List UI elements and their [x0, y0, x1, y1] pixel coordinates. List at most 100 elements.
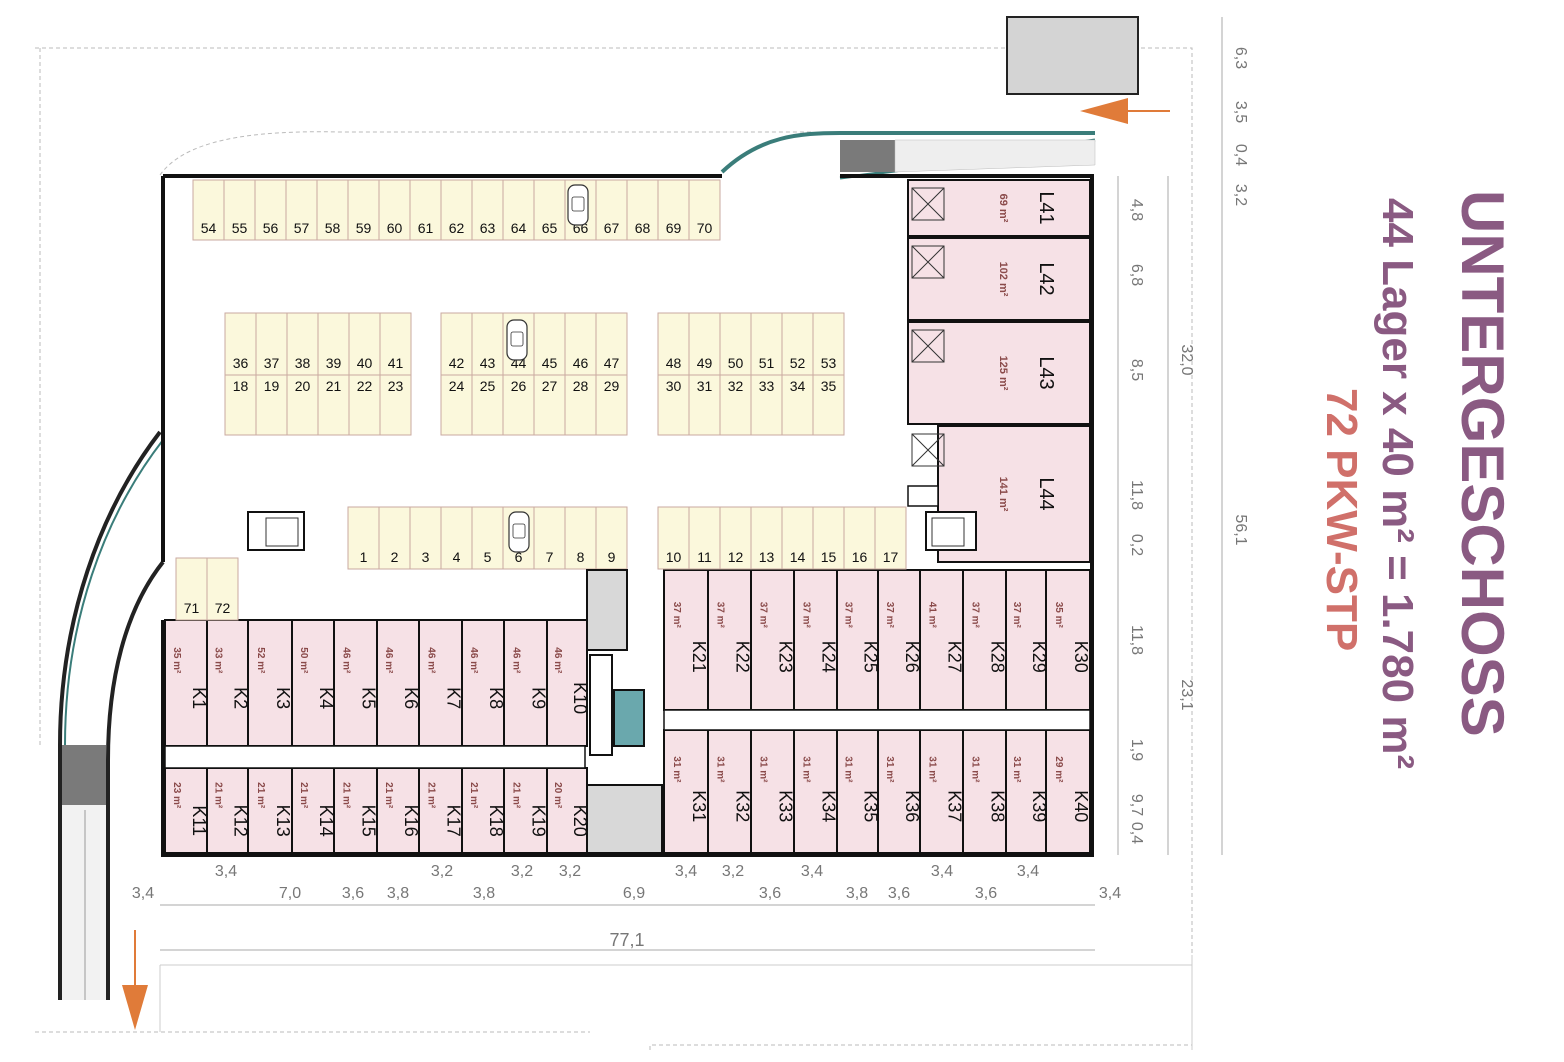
storage-unit-area: 21 m²	[468, 782, 479, 809]
parking-space	[812, 312, 845, 376]
car-icon-window	[571, 196, 585, 212]
parking-space	[595, 179, 628, 241]
storage-unit-label: K33	[776, 790, 796, 822]
dimension-text: 9,7	[1128, 794, 1145, 816]
storage-unit-label: K27	[945, 641, 965, 673]
storage-unit-k	[750, 569, 795, 711]
dimension-text: 3,6	[888, 885, 910, 902]
parking-space-number: 30	[666, 378, 682, 394]
storage-unit-area: 31 m²	[801, 756, 812, 783]
service-room-a	[586, 569, 628, 651]
dimension-text: 11,8	[1128, 625, 1145, 655]
storage-unit-area: 37 m²	[671, 602, 682, 629]
dimension-text: 11,8	[1128, 480, 1145, 510]
storage-unit-k	[877, 569, 921, 711]
parking-space-number: 43	[480, 355, 496, 371]
storage-unit-label: K32	[733, 790, 753, 822]
parking-space-number: 55	[232, 220, 248, 236]
parking-space-number: 70	[697, 220, 713, 236]
dimension-text: 3,4	[1017, 863, 1039, 880]
storage-unit-area: 125 m²	[997, 356, 1009, 391]
shaft-icon-cross	[911, 245, 945, 279]
storage-unit-area: 37 m²	[884, 602, 895, 629]
storage-unit-area: 31 m²	[758, 756, 769, 783]
parking-space	[564, 374, 597, 436]
parking-space	[206, 557, 239, 621]
storage-unit-k	[247, 767, 293, 854]
parking-space	[471, 506, 504, 570]
parking-space-number: 23	[388, 378, 404, 394]
storage-unit-label: K28	[988, 641, 1008, 673]
parking-space	[409, 179, 442, 241]
parking-space	[192, 179, 225, 241]
parking-space	[781, 374, 814, 436]
corridor-left	[164, 745, 586, 769]
parking-space	[409, 506, 442, 570]
parking-space-number: 61	[418, 220, 434, 236]
storage-unit-k	[333, 619, 378, 747]
dimension-text: 3,5	[1232, 101, 1249, 123]
parking-space-number: 68	[635, 220, 651, 236]
storage-unit-k	[164, 767, 208, 854]
storage-unit-area: 31 m²	[715, 756, 726, 783]
parking-space-number: 32	[728, 378, 744, 394]
storage-unit-k	[503, 619, 548, 747]
storage-unit-area: 21 m²	[255, 782, 266, 809]
shaft-icon	[911, 433, 945, 467]
storage-unit-k	[546, 619, 588, 747]
parking-space-number: 56	[263, 220, 279, 236]
parking-space-number: 1	[360, 549, 368, 565]
storage-unit-area: 31 m²	[927, 756, 938, 783]
parking-space	[533, 374, 566, 436]
storage-unit-area: 23 m²	[171, 782, 182, 809]
storage-unit-k	[793, 729, 838, 854]
storage-unit-area: 37 m²	[715, 602, 726, 629]
dimension-text: 0,4	[1232, 144, 1249, 166]
storage-unit-label: K3	[273, 687, 293, 709]
storage-unit-l	[907, 321, 1091, 425]
parking-space-number: 64	[511, 220, 527, 236]
parking-space-number: 72	[215, 600, 231, 616]
entry-arrow	[1080, 98, 1170, 124]
stair-core-left	[247, 511, 305, 551]
parking-space-number: 2	[391, 549, 399, 565]
parking-space	[719, 312, 752, 376]
parking-space	[750, 374, 783, 436]
storage-unit-area: 31 m²	[671, 756, 682, 783]
storage-unit-k	[461, 619, 505, 747]
exit-arrow	[122, 930, 148, 1030]
parking-space	[595, 374, 628, 436]
storage-unit-label: K14	[316, 805, 336, 837]
subtitle-lager: 44 Lager x 40 m² = 1.780 m²	[1373, 198, 1422, 770]
left-ramp-slope	[62, 745, 106, 805]
storage-unit-label: K34	[819, 790, 839, 822]
parking-space	[533, 506, 566, 570]
dimension-text: 3,8	[473, 885, 495, 902]
dimension-text: 6,3	[1232, 47, 1249, 69]
dimension-text: 3,2	[511, 863, 533, 880]
storage-unit-k	[291, 619, 335, 747]
storage-unit-label: K5	[359, 687, 379, 709]
sidewalk	[159, 955, 1193, 1050]
storage-unit-label: K2	[231, 687, 251, 709]
subtitle-parking: 72 PKW-STP	[1317, 388, 1366, 652]
shaft-icon-cross	[911, 187, 945, 221]
parking-space-number: 46	[573, 355, 589, 371]
left-ramp-outer-teal	[64, 439, 164, 1000]
ramp-slope	[840, 140, 895, 172]
storage-unit-area: 21 m²	[383, 782, 394, 809]
storage-unit-area: 41 m²	[927, 602, 938, 629]
parking-space	[502, 179, 535, 241]
parking-space-number: 33	[759, 378, 775, 394]
storage-unit-label: K30	[1071, 641, 1091, 673]
storage-unit-label: K11	[189, 805, 209, 836]
storage-unit-k	[291, 767, 335, 854]
storage-unit-label: K6	[401, 687, 421, 709]
parking-space-number: 17	[883, 549, 899, 565]
storage-unit-label: K24	[819, 641, 839, 673]
car-icon	[506, 319, 528, 361]
parking-space-number: 59	[356, 220, 372, 236]
storage-unit-k	[376, 619, 420, 747]
storage-unit-k	[333, 767, 378, 854]
storage-unit-area: 102 m²	[997, 262, 1009, 297]
